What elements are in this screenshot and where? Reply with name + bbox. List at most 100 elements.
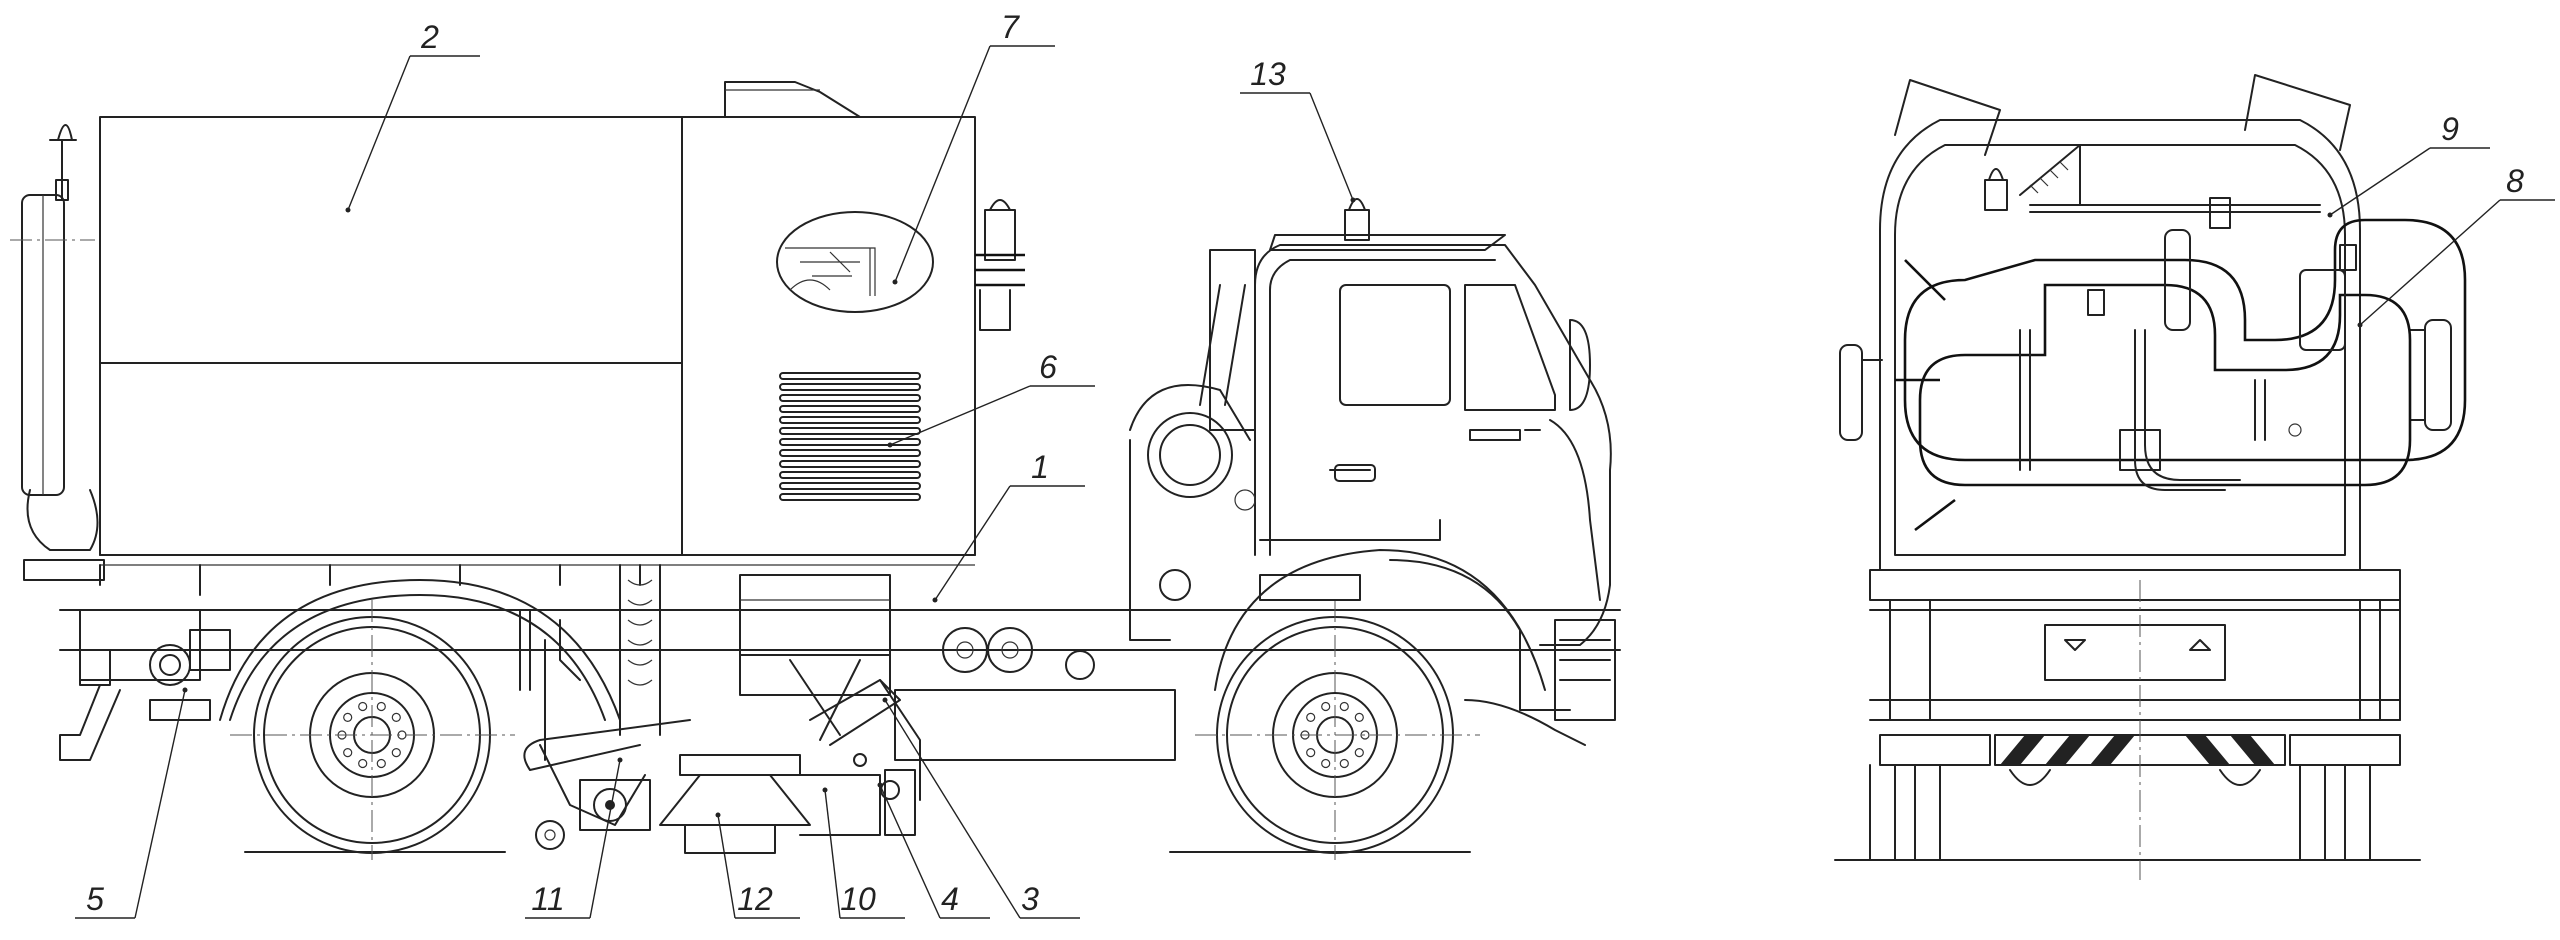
grille-slot [779, 427, 921, 435]
rear-center-box [2044, 624, 2226, 681]
callout-dot [715, 812, 721, 818]
callout-1: 1 [932, 449, 1085, 603]
engine-air-filter [1129, 249, 1256, 641]
center-bracket [2119, 429, 2161, 471]
callout-leader [2329, 147, 2431, 216]
grille-slot [779, 460, 921, 468]
rear-left-tyres [1869, 764, 1941, 861]
rear-wheel [219, 579, 621, 860]
callout-number: 11 [531, 881, 564, 917]
callout-11: 11 [525, 757, 623, 919]
callout-number: 2 [420, 19, 439, 55]
callout-10: 10 [822, 787, 905, 919]
left-top-duct [1894, 79, 2001, 156]
wheel-bolt [1354, 712, 1364, 723]
wheel-bolt [358, 701, 368, 712]
brush-assembly [523, 654, 921, 854]
hopper-beacon-icon [975, 199, 1025, 331]
suction-loop-duct [1895, 218, 2467, 532]
grille-slot [779, 471, 921, 479]
wheel-bolt [1321, 701, 1331, 712]
rear-light-cluster [79, 609, 581, 761]
callout-number: 12 [737, 881, 773, 917]
rear-right-tyres [2299, 764, 2371, 861]
callout-dot [822, 787, 828, 793]
wheel-bolt [1339, 701, 1349, 712]
wheel-bolt [1360, 730, 1370, 740]
rear-view [1834, 74, 2467, 880]
cab-beacon-icon [1344, 198, 1451, 241]
grille-slot [779, 449, 921, 457]
callout-number: 9 [2441, 111, 2459, 147]
grille-slot [779, 482, 921, 490]
front-wheel [1195, 549, 1546, 860]
callout-6: 6 [887, 349, 1095, 448]
callout-leader [2359, 199, 2501, 326]
grille-slot [779, 416, 921, 424]
wheel-bolt [376, 701, 386, 712]
wheel-bolt [1306, 712, 1316, 723]
grille-slot [779, 493, 921, 501]
right-top-duct [2244, 74, 2351, 151]
chassis-frame [59, 564, 1621, 761]
rear-lamp-right [2289, 734, 2401, 766]
grille-slot [779, 383, 921, 391]
wheel-bolt [376, 758, 386, 769]
callout-leader [1309, 92, 1354, 201]
callout-number: 13 [1250, 56, 1286, 92]
air-tanks [942, 627, 1095, 680]
callout-number: 1 [1031, 449, 1049, 485]
side-view [10, 81, 1621, 860]
wheel-bolt [1321, 758, 1331, 769]
grille-slot [779, 394, 921, 402]
callout-dot [892, 279, 898, 285]
callout-leader [879, 784, 941, 919]
wheel-bolt [391, 747, 401, 758]
rear-view-beacon-icon [1984, 144, 2081, 211]
hydraulic-lines [2019, 329, 2266, 491]
wheel-bolt [391, 712, 401, 723]
rear-body-outline [1879, 119, 2361, 571]
callout-dot [877, 782, 883, 788]
callout-5: 5 [75, 687, 188, 919]
callout-number: 5 [86, 881, 104, 917]
left-mirror [1839, 344, 1863, 441]
grille-slot [779, 405, 921, 413]
callout-dot [887, 442, 893, 448]
callout-number: 4 [941, 881, 959, 917]
callout-dot [2327, 212, 2333, 218]
truck-cab [1254, 234, 1616, 746]
callout-12: 12 [715, 812, 800, 919]
rear-beacon-icon [57, 124, 73, 141]
callout-dot [882, 697, 888, 703]
callout-leader [347, 55, 411, 211]
callout-9: 9 [2327, 111, 2490, 218]
callout-13: 13 [1240, 56, 1356, 203]
callout-dot [182, 687, 188, 693]
grille-slot [779, 438, 921, 446]
inspection-hatch [776, 211, 934, 313]
callout-7: 7 [892, 9, 1055, 285]
callout-leader [889, 385, 1031, 446]
hopper-body [99, 81, 976, 566]
rear-bumper-upper [1869, 569, 2401, 601]
wheel-bolt [1354, 747, 1364, 758]
wheel-bolt [343, 712, 353, 723]
callout-leader [934, 485, 1011, 601]
callout-leader [894, 45, 991, 283]
wheel-bolt [1339, 758, 1349, 769]
suction-pipe [619, 564, 661, 736]
wheel-bolt [1306, 747, 1316, 758]
callout-leader [589, 759, 621, 919]
callout-leader [717, 814, 736, 919]
callout-number: 3 [1021, 881, 1039, 917]
door-handle-icon [1334, 464, 1376, 482]
callout-3: 3 [882, 697, 1080, 919]
callout-number: 7 [1001, 9, 1020, 45]
callout-leader [134, 689, 186, 919]
rear-bin-assembly [10, 124, 105, 581]
right-mirror [2424, 319, 2452, 431]
wheel-bolt [358, 758, 368, 769]
callout-leader [884, 699, 1021, 919]
